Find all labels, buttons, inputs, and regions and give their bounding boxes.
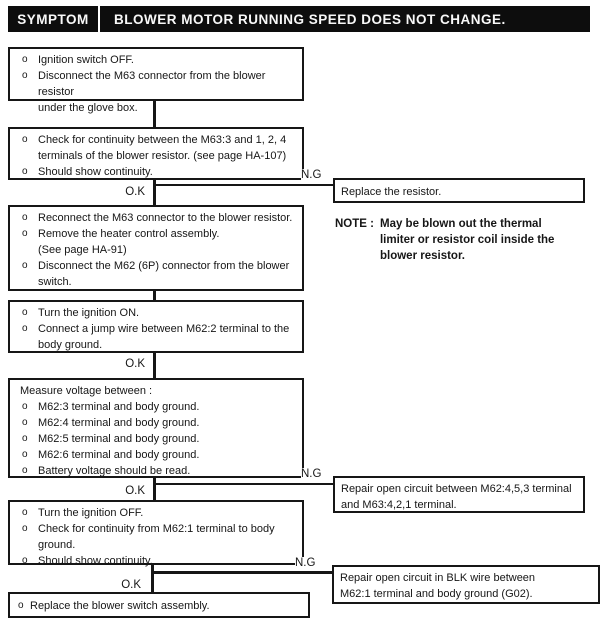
symptom-header-bar: SYMPTOM BLOWER MOTOR RUNNING SPEED DOES … bbox=[8, 6, 590, 32]
symptom-label: SYMPTOM bbox=[17, 11, 89, 27]
bullet-marker: o bbox=[22, 134, 28, 145]
bullet-marker: o bbox=[22, 507, 28, 518]
ok-label: O.K bbox=[110, 358, 148, 371]
flow-step-ignition-on-jump-wire: o Turn the ignition ON. o Connect a jump… bbox=[8, 300, 304, 353]
step-text: Connect a jump wire between M62:2 termin… bbox=[38, 323, 290, 351]
note-text: May be blown out the thermal limiter or … bbox=[379, 218, 555, 262]
step-item: o Should show continuity. bbox=[16, 553, 296, 569]
step-text: Turn the ignition OFF. bbox=[38, 507, 144, 519]
result-repair-open-circuit-m62-m63: Repair open circuit between M62:4,5,3 te… bbox=[333, 476, 585, 513]
result-text: Replace the resistor. bbox=[341, 186, 442, 198]
bullet-marker: o bbox=[22, 260, 28, 271]
bullet-marker: o bbox=[22, 433, 28, 444]
step-item: o Turn the ignition ON. bbox=[16, 305, 296, 321]
step-item: o Ignition switch OFF. bbox=[16, 52, 296, 68]
flow-step-ignition-off-continuity: o Turn the ignition OFF. o Check for con… bbox=[8, 500, 304, 567]
step-item: o M62:3 terminal and body ground. bbox=[16, 399, 296, 415]
ng-label: N.G bbox=[301, 169, 322, 182]
step-text: M62:4 terminal and body ground. bbox=[38, 417, 200, 429]
step-text: Reconnect the M63 connector to the blowe… bbox=[38, 212, 293, 224]
note-label: NOTE : bbox=[335, 218, 374, 230]
flow-step-measure-voltage: Measure voltage between : o M62:3 termin… bbox=[8, 378, 304, 478]
bullet-marker: o bbox=[22, 166, 28, 177]
bullet-marker: o bbox=[22, 70, 28, 81]
bullet-marker: o bbox=[22, 228, 28, 239]
step-item: o Remove the heater control assembly. (S… bbox=[16, 226, 296, 258]
ng-branch-line bbox=[153, 571, 333, 574]
ok-label: O.K bbox=[110, 485, 148, 498]
step-item: o Battery voltage should be read. bbox=[16, 463, 296, 479]
step-item: o Reconnect the M63 connector to the blo… bbox=[16, 210, 296, 226]
bullet-marker: o bbox=[22, 307, 28, 318]
ng-label: N.G bbox=[295, 557, 316, 570]
bullet-marker: o bbox=[18, 600, 24, 611]
header-divider bbox=[98, 6, 100, 32]
result-text: Repair open circuit in BLK wire between … bbox=[340, 572, 536, 600]
connector-line bbox=[153, 100, 156, 128]
bullet-marker: o bbox=[22, 323, 28, 334]
step-item: o Check for continuity from M62:1 termin… bbox=[16, 521, 296, 553]
step-text: Should show continuity. bbox=[38, 166, 153, 178]
result-repair-blk-wire: Repair open circuit in BLK wire between … bbox=[332, 565, 600, 604]
connector-line bbox=[151, 564, 154, 593]
bullet-marker: o bbox=[22, 401, 28, 412]
connector-line bbox=[153, 290, 156, 301]
bullet-marker: o bbox=[22, 417, 28, 428]
step-item: o Turn the ignition OFF. bbox=[16, 505, 296, 521]
step-text: M62:5 terminal and body ground. bbox=[38, 433, 200, 445]
step-heading: Measure voltage between : bbox=[20, 385, 153, 397]
symptom-title: BLOWER MOTOR RUNNING SPEED DOES NOT CHAN… bbox=[114, 11, 506, 27]
step-text: M62:3 terminal and body ground. bbox=[38, 401, 200, 413]
step-item: o Check for continuity between the M63:3… bbox=[16, 132, 296, 164]
step-text: Check for continuity between the M63:3 a… bbox=[38, 134, 287, 162]
result-text: Repair open circuit between M62:4,5,3 te… bbox=[341, 483, 572, 511]
ok-label: O.K bbox=[110, 186, 148, 199]
bullet-marker: o bbox=[22, 523, 28, 534]
connector-line bbox=[153, 477, 156, 501]
step-text: Disconnect the M63 connector from the bl… bbox=[38, 70, 266, 114]
step-item: o Connect a jump wire between M62:2 term… bbox=[16, 321, 296, 353]
bullet-marker: o bbox=[22, 212, 28, 223]
flow-step-reconnect-and-remove: o Reconnect the M63 connector to the blo… bbox=[8, 205, 304, 291]
ok-label: O.K bbox=[106, 579, 144, 592]
step-item: o M62:5 terminal and body ground. bbox=[16, 431, 296, 447]
step-item: o Should show continuity. bbox=[16, 164, 296, 180]
flow-step-replace-blower-switch: o Replace the blower switch assembly. bbox=[8, 592, 310, 618]
ng-branch-line bbox=[155, 483, 335, 485]
note-block: NOTE : May be blown out the thermal limi… bbox=[335, 216, 591, 264]
step-text: Battery voltage should be read. bbox=[38, 465, 191, 477]
bullet-marker: o bbox=[22, 555, 28, 566]
result-replace-resistor: Replace the resistor. bbox=[333, 178, 585, 203]
bullet-marker: o bbox=[22, 54, 28, 65]
ng-label: N.G bbox=[301, 468, 322, 481]
bullet-marker: o bbox=[22, 465, 28, 476]
step-text: Replace the blower switch assembly. bbox=[30, 600, 210, 612]
step-text: Disconnect the M62 (6P) connector from t… bbox=[38, 260, 290, 288]
connector-line bbox=[153, 352, 156, 379]
step-text: Remove the heater control assembly. (See… bbox=[38, 228, 220, 256]
ng-branch-line bbox=[155, 184, 333, 186]
flow-step-check-continuity-resistor: o Check for continuity between the M63:3… bbox=[8, 127, 304, 180]
step-text: Turn the ignition ON. bbox=[38, 307, 140, 319]
flow-step-disconnect-resistor: o Ignition switch OFF. o Disconnect the … bbox=[8, 47, 304, 114]
step-item: o M62:4 terminal and body ground. bbox=[16, 415, 296, 431]
step-text: Should show continuity. bbox=[38, 555, 153, 567]
step-text: Ignition switch OFF. bbox=[38, 54, 134, 66]
step-text: M62:6 terminal and body ground. bbox=[38, 449, 200, 461]
connector-line bbox=[153, 179, 156, 206]
step-item: o Disconnect the M63 connector from the … bbox=[16, 68, 296, 116]
step-item: o M62:6 terminal and body ground. bbox=[16, 447, 296, 463]
bullet-marker: o bbox=[22, 449, 28, 460]
step-item: o Disconnect the M62 (6P) connector from… bbox=[16, 258, 296, 290]
step-item: o Replace the blower switch assembly. bbox=[16, 598, 302, 614]
step-text: Check for continuity from M62:1 terminal… bbox=[38, 523, 275, 551]
